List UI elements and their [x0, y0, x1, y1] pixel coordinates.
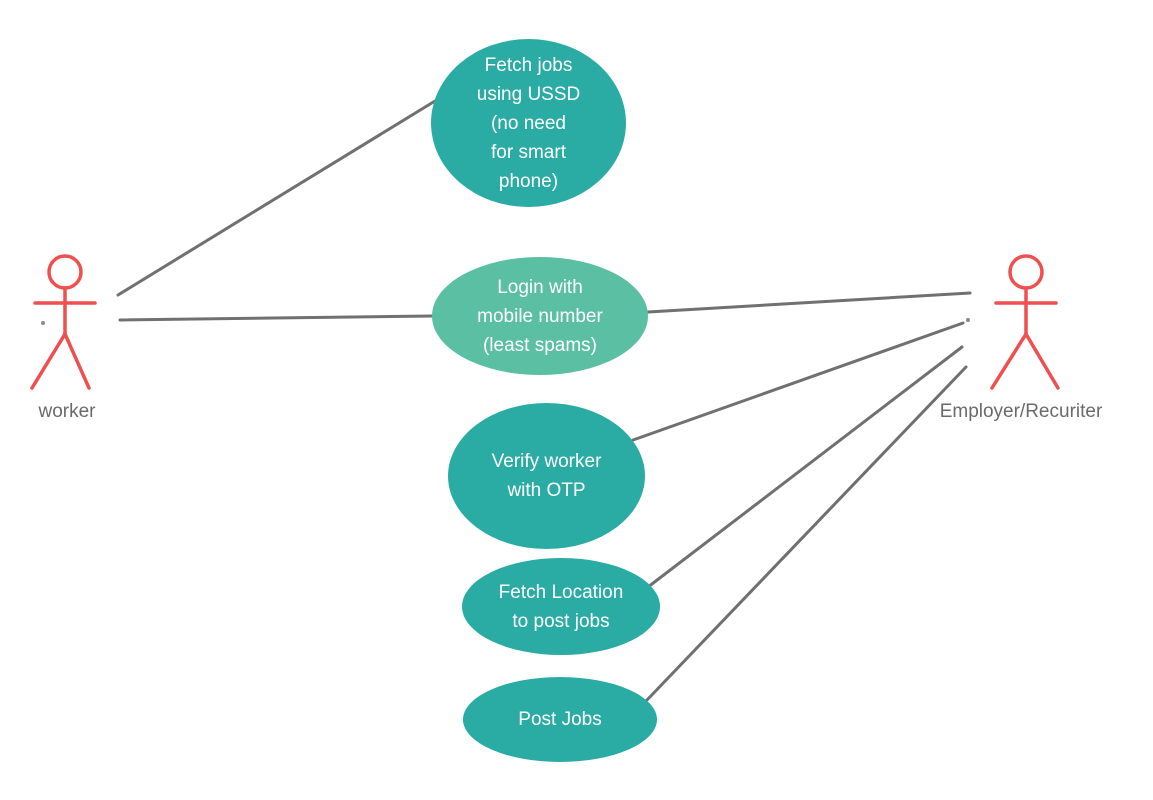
actor-employer-label: Employer/Recuriter	[939, 401, 1103, 422]
use-case-fetch-location-label: Fetch Location to post jobs	[498, 581, 624, 632]
actor-worker-figure[interactable]	[30, 254, 97, 390]
connection-point-dot-worker	[41, 321, 45, 325]
actor-worker-right-leg	[63, 332, 91, 390]
use-case-fetch-jobs-ussd[interactable]: Fetch jobs using USSD (no need for smart…	[431, 39, 626, 207]
association-login-mobile-employer[interactable]	[646, 291, 972, 314]
use-case-post-jobs-label: Post Jobs	[518, 709, 602, 730]
actor-employer-right-leg	[1024, 332, 1060, 390]
use-case-verify-otp[interactable]: Verify worker with OTP	[448, 403, 645, 549]
use-case-verify-otp-label: Verify worker with OTP	[491, 451, 602, 501]
actor-employer-head	[1008, 254, 1044, 290]
use-case-login-mobile[interactable]: Login with mobile number (least spams)	[432, 257, 648, 375]
association-fetch-location-employer[interactable]	[646, 345, 964, 589]
association-verify-otp-employer[interactable]	[631, 321, 965, 442]
use-case-login-mobile-label: Login with mobile number (least spams)	[477, 276, 603, 356]
connection-point-dot-employer	[966, 318, 970, 322]
actor-worker-head	[47, 254, 83, 290]
actor-employer-figure[interactable]	[990, 254, 1060, 390]
actor-worker-left-leg	[30, 332, 67, 390]
use-case-post-jobs[interactable]: Post Jobs	[463, 677, 657, 762]
actor-worker-label: worker	[38, 401, 96, 422]
association-worker-login-mobile[interactable]	[118, 314, 434, 322]
use-case-fetch-location[interactable]: Fetch Location to post jobs	[462, 558, 660, 655]
use-case-fetch-jobs-ussd-label: Fetch jobs using USSD (no need for smart…	[476, 54, 581, 192]
association-post-jobs-employer[interactable]	[645, 365, 968, 702]
actor-employer-left-leg	[990, 332, 1028, 390]
association-worker-fetch-jobs-ussd[interactable]	[116, 99, 437, 297]
